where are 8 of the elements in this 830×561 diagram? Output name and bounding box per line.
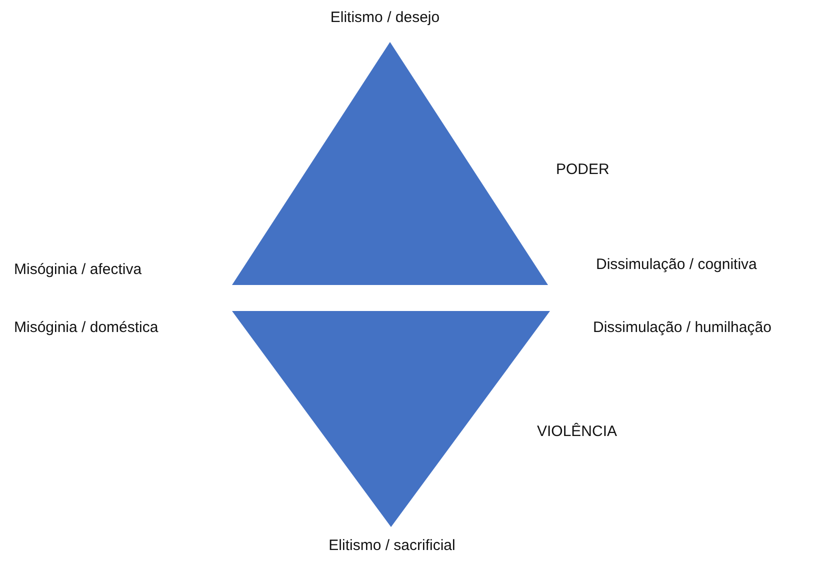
vertex-label: PODER: [556, 161, 610, 179]
vertex-label: VIOLÊNCIA: [537, 423, 618, 441]
vertex-label: Elitismo / desejo: [330, 9, 440, 27]
vertex-label: Elitismo / sacrificial: [328, 537, 456, 555]
vertex-label: Dissimulação / cognitiva: [596, 256, 757, 274]
vertex-label: Misóginia / afectiva: [14, 261, 142, 279]
vertex-label: Misóginia / doméstica: [14, 319, 158, 337]
vertex-label: Dissimulação / humilhação: [593, 319, 772, 337]
